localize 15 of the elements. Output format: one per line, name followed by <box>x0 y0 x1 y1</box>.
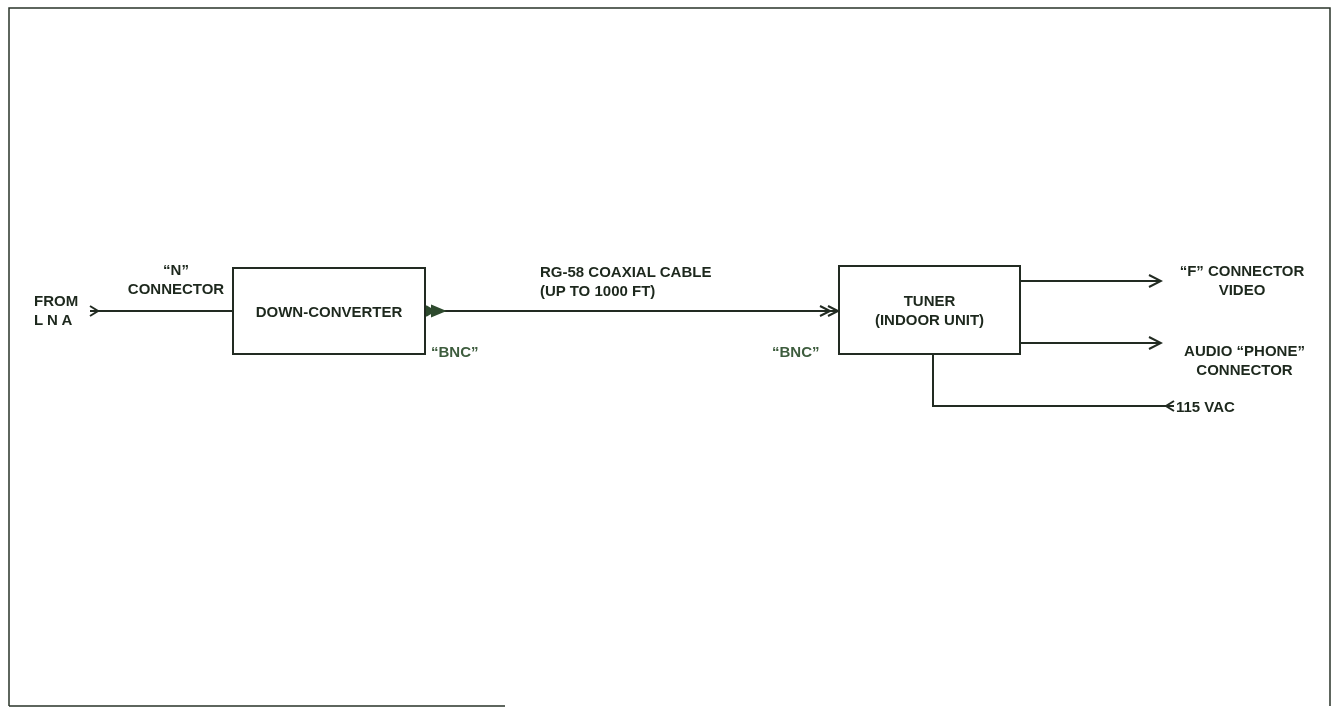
output-label: AUDIO “PHONE” CONNECTOR <box>1183 341 1306 379</box>
source-label: FROM L N A <box>34 291 80 329</box>
box-label: DOWN-CONVERTER <box>255 301 403 321</box>
output-label: “F” CONNECTOR VIDEO <box>1178 261 1306 299</box>
connector-arrow <box>1020 274 1162 288</box>
tuner-box <box>838 265 1021 355</box>
power-label: 115 VAC <box>1176 396 1235 416</box>
connector-arrow <box>1020 336 1162 350</box>
connector-arrow <box>89 305 233 317</box>
connector-label: “BNC” <box>772 342 821 361</box>
connector-label: “BNC” <box>431 342 480 361</box>
connector-label: “N” CONNECTOR <box>126 260 226 298</box>
converter-box <box>232 267 426 355</box>
connector-arrow <box>932 354 1175 412</box>
box-label: TUNER (INDOOR UNIT) <box>873 291 986 329</box>
